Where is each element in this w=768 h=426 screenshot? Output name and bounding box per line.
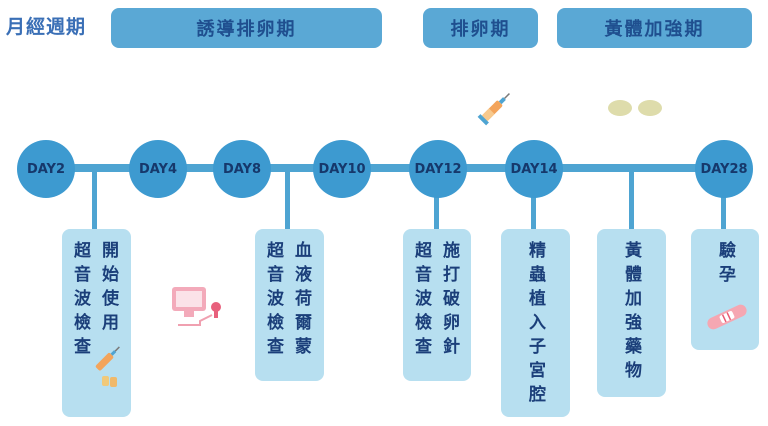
day-node-14: DAY14 xyxy=(505,140,563,198)
syringe-icon xyxy=(477,93,510,126)
day-node-8: DAY8 xyxy=(213,140,271,198)
stem-day2 xyxy=(92,172,97,232)
timeline-axis xyxy=(40,164,730,172)
ultrasound-machine-icon xyxy=(172,287,221,326)
card-day12: 超音波檢查 施打破卵針 xyxy=(403,229,471,381)
card-day2-col2: 開始使用 xyxy=(98,241,118,337)
pregnancy-test-icon xyxy=(707,304,747,330)
card-day12-col1: 超音波檢查 xyxy=(411,241,431,361)
day-node-2: DAY2 xyxy=(17,140,75,198)
stem-luteal xyxy=(629,172,634,232)
card-day8: 超音波檢查 血液荷爾蒙 xyxy=(255,229,324,381)
phase-ovulation-induction: 誘導排卵期 xyxy=(111,8,382,48)
medication-icon xyxy=(95,346,120,387)
stem-day28 xyxy=(721,172,726,232)
card-day12-col2: 施打破卵針 xyxy=(439,241,459,361)
stem-day8 xyxy=(285,172,290,232)
stem-day14 xyxy=(531,172,536,232)
phase-ovulation: 排卵期 xyxy=(423,8,538,48)
card-day2: 超音波檢查 開始使用 xyxy=(62,229,131,417)
day-node-10: DAY10 xyxy=(313,140,371,198)
card-day28-col1: 驗孕 xyxy=(715,241,735,289)
diagram-title: 月經週期 xyxy=(6,16,87,38)
card-luteal-col1: 黃體加強藥物 xyxy=(621,241,641,385)
card-day14: 精蟲植入子宮腔 xyxy=(501,229,570,417)
card-day8-col1: 超音波檢查 xyxy=(263,241,283,361)
day-node-12: DAY12 xyxy=(409,140,467,198)
card-luteal: 黃體加強藥物 xyxy=(597,229,666,397)
pills-icon xyxy=(608,100,662,116)
card-day8-col2: 血液荷爾蒙 xyxy=(291,241,311,361)
phase-luteal-support: 黃體加強期 xyxy=(557,8,752,48)
card-day14-col1: 精蟲植入子宮腔 xyxy=(525,241,545,409)
stem-day12 xyxy=(434,172,439,232)
card-day2-col1: 超音波檢查 xyxy=(70,241,90,361)
card-day28: 驗孕 xyxy=(691,229,759,350)
day-node-4: DAY4 xyxy=(129,140,187,198)
day-node-28: DAY28 xyxy=(695,140,753,198)
